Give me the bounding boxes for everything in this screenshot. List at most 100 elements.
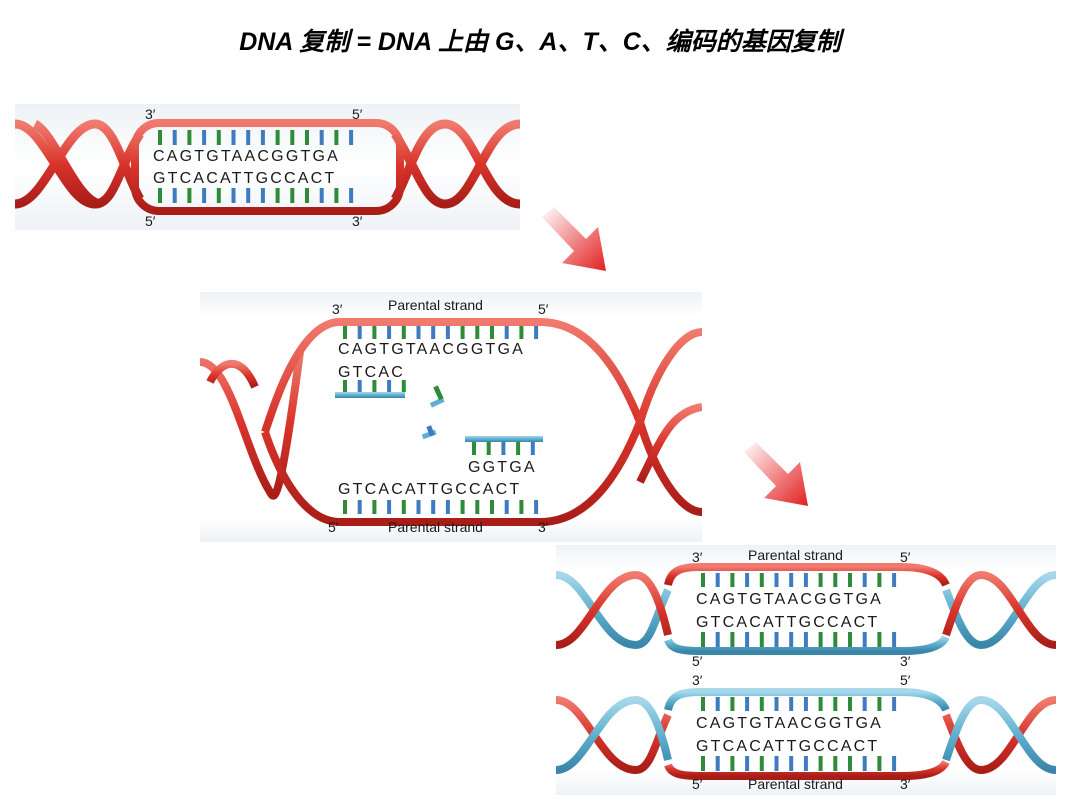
daughter-helix-b: CAGTGTAACGGTGA GTCACATTGCCACT 3′ 5′ 5′ P… [556,672,1056,792]
base-tick [818,697,823,711]
base-tick [343,326,347,339]
base-tick [701,573,705,587]
base-tick [216,188,221,203]
page-title: DNA 复制 = DNA 上由 G、A、T、C、编码的基因复制 [239,28,841,56]
base-tick [833,756,838,771]
base-tick [789,697,794,711]
base-tick [730,756,735,771]
base-tick [305,188,309,203]
end-label-5prime: 5′ [692,776,703,792]
base-tick [216,130,221,145]
base-tick [472,442,476,455]
base-tick [501,442,506,455]
base-tick [401,380,406,392]
base-tick [892,632,897,647]
end-label-3prime: 3′ [900,653,911,669]
end-label-3prime-bottom: 3′ [352,213,363,229]
base-tick [372,380,377,392]
daughter-b-top-sequence: CAGTGTAACGGTGA [696,715,883,732]
replication-bubble-diagram: CAGTGTAACGGTGA GTCAC GGTGA GTCACATTGCCAC… [200,292,702,542]
daughter-helix-a: CAGTGTAACGGTGA GTCACATTGCCACT 3′ Parenta… [556,547,1056,669]
base-tick [530,442,535,455]
base-tick [475,326,480,339]
base-tick [892,756,897,771]
base-tick [745,632,750,647]
base-tick [877,756,882,771]
base-tick [774,632,779,647]
base-tick [877,697,882,711]
base-tick [833,573,838,587]
base-tick [818,632,823,647]
base-tick [730,697,735,711]
step-arrow-2 [744,442,808,506]
base-tick [862,756,867,771]
end-label-5prime: 5′ [900,549,911,565]
base-tick [431,326,436,339]
base-tick [519,326,524,339]
end-label-5prime-bottom: 5′ [145,213,156,229]
base-tick [334,130,339,145]
end-label-3prime-top: 3′ [332,301,343,317]
base-tick [343,380,347,392]
bottom-sequence: GTCACATTGCCACT [153,170,336,187]
base-tick [519,500,524,514]
base-tick [319,130,324,145]
bottom-base-ticks [158,188,354,203]
base-tick [774,697,779,711]
base-tick [231,130,236,145]
end-label-5prime: 5′ [692,653,703,669]
base-tick [715,573,720,587]
base-tick [343,500,347,514]
base-tick [759,632,764,647]
parental-strand-label-b: Parental strand [748,776,843,792]
end-label-3prime-top: 3′ [145,106,156,122]
base-tick [260,188,265,203]
base-tick [504,326,509,339]
base-tick [158,130,162,145]
base-tick [833,632,838,647]
free-nucleotide [421,425,437,440]
base-tick [862,697,867,711]
base-tick [490,500,494,514]
base-tick [774,573,779,587]
base-tick [319,188,324,203]
base-tick [334,188,339,203]
parental-strand-label-top: Parental strand [388,297,483,313]
leading-fragment-sequence: GTCAC [338,364,405,381]
base-tick [848,697,852,711]
base-tick [202,188,207,203]
base-tick [349,130,354,145]
base-tick [431,500,436,514]
base-tick [789,573,794,587]
base-tick [416,326,421,339]
base-tick [803,756,808,771]
base-tick [387,326,392,339]
base-tick [701,756,705,771]
base-tick [759,697,764,711]
parental-strand-label-a: Parental strand [748,547,843,563]
bottom-template-ticks [343,500,539,514]
base-tick [715,697,720,711]
base-tick [877,632,882,647]
base-tick [818,756,823,771]
base-tick [745,756,750,771]
parent-dna-diagram: CAGTGTAACGGTGA GTCACATTGCCACT 3′ 5′ 5′ 3… [15,104,520,230]
top-template-ticks [343,326,539,339]
base-tick [789,756,794,771]
base-tick [460,500,465,514]
base-tick [730,573,735,587]
base-tick [730,632,735,647]
end-label-3prime: 3′ [900,776,911,792]
top-sequence: CAGTGTAACGGTGA [338,341,525,358]
parental-strands [200,318,702,526]
base-tick [848,573,852,587]
base-tick [848,756,852,771]
parent-strands [131,119,404,215]
base-tick [290,188,295,203]
lagging-new-strand [465,436,543,442]
base-tick [759,573,764,587]
end-label-5prime-top: 5′ [352,106,363,122]
base-tick [490,326,494,339]
base-tick [401,500,406,514]
base-tick [187,188,192,203]
